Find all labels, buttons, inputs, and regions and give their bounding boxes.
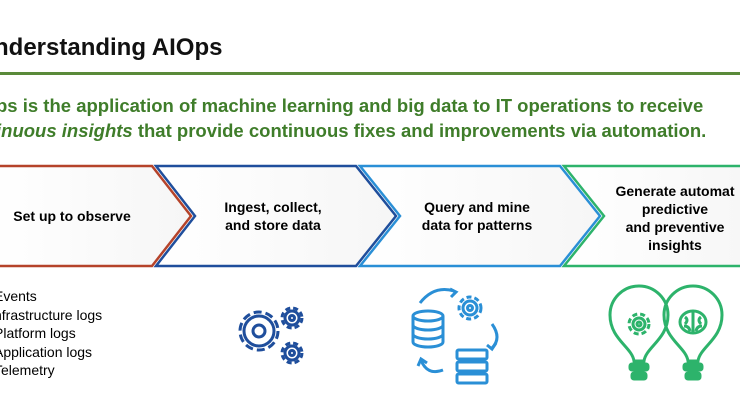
- data-source-item: nfrastructure logs: [0, 306, 103, 323]
- step-chevron-1: [0, 164, 193, 268]
- data-sources-list: Events nfrastructure logs Platform logs …: [0, 287, 102, 380]
- step-chevron-2: [153, 164, 398, 268]
- lightbulb-gear-brain-icon: [608, 284, 724, 381]
- data-source-item: Platform logs: [0, 325, 76, 342]
- step-label-3: Query and mine data for patterns: [421, 199, 533, 233]
- data-source-item: Telemetry: [0, 362, 55, 379]
- step-chevron-3: [357, 164, 602, 268]
- step-label-1: Set up to observe: [13, 208, 131, 224]
- gears-icon: [238, 306, 304, 365]
- step-label-4: Generate automat predictive and preventi…: [615, 183, 735, 253]
- page-title: nderstanding AIOps: [0, 34, 223, 61]
- database-cycle-icon: [411, 287, 499, 385]
- data-source-item: Events: [0, 288, 37, 304]
- intro-text: ps is the application of machine learnin…: [0, 93, 740, 143]
- data-source-item: Application logs: [0, 343, 93, 360]
- step-chevron-4: [561, 164, 740, 268]
- intro-line-2-rest: that provide continuous fixes and improv…: [132, 120, 707, 141]
- intro-emphasis: inuous insights: [0, 120, 133, 141]
- intro-line-1: ps is the application of machine learnin…: [0, 95, 704, 116]
- title-divider: [0, 72, 740, 75]
- intro-line-2: inuous insights that provide continuous …: [0, 118, 740, 143]
- step-label-2: Ingest, collect, and store data: [224, 199, 322, 233]
